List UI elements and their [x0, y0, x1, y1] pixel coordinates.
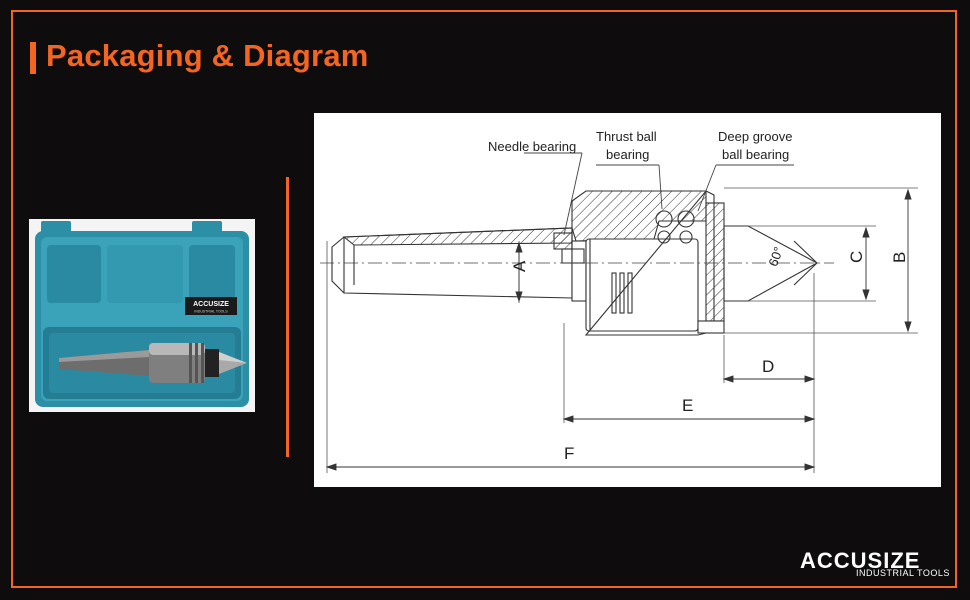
dim-angle-label: 60°: [765, 245, 786, 269]
title-accent-bar: [30, 42, 36, 74]
callout-deep-line1: Deep groove: [718, 129, 792, 144]
diagram-drawing: Needle bearing Thrust ball bearing Deep …: [320, 129, 918, 473]
live-center-diagram: Needle bearing Thrust ball bearing Deep …: [314, 113, 941, 487]
dim-e-label: E: [682, 396, 693, 415]
callout-deep-line2: ball bearing: [722, 147, 789, 162]
callout-needle-bearing: Needle bearing: [488, 139, 576, 154]
brand-logo: ACCUSIZE INDUSTRIAL TOOLS: [800, 548, 949, 580]
brand-logo-main: ACCUSIZE: [800, 548, 921, 573]
page-frame: [11, 10, 957, 588]
dim-d-label: D: [762, 357, 774, 376]
page-title: Packaging & Diagram: [46, 38, 369, 73]
callout-thrust-line1: Thrust ball: [596, 129, 657, 144]
packaging-case-illustration: ACCUSIZE INDUSTRIAL TOOLS: [35, 221, 249, 407]
dim-b-label: B: [890, 252, 909, 263]
brand-logo-sub: INDUSTRIAL TOOLS: [856, 568, 950, 578]
dim-a-label: A: [510, 260, 529, 272]
packaging-photo: ACCUSIZE INDUSTRIAL TOOLS: [29, 219, 255, 412]
dim-c-label: C: [847, 251, 866, 263]
callout-thrust-line2: bearing: [606, 147, 649, 162]
section-divider: [286, 177, 289, 457]
case-label-brand: ACCUSIZE: [193, 301, 229, 308]
case-label-sub: INDUSTRIAL TOOLS: [194, 310, 228, 314]
dim-f-label: F: [564, 444, 574, 463]
